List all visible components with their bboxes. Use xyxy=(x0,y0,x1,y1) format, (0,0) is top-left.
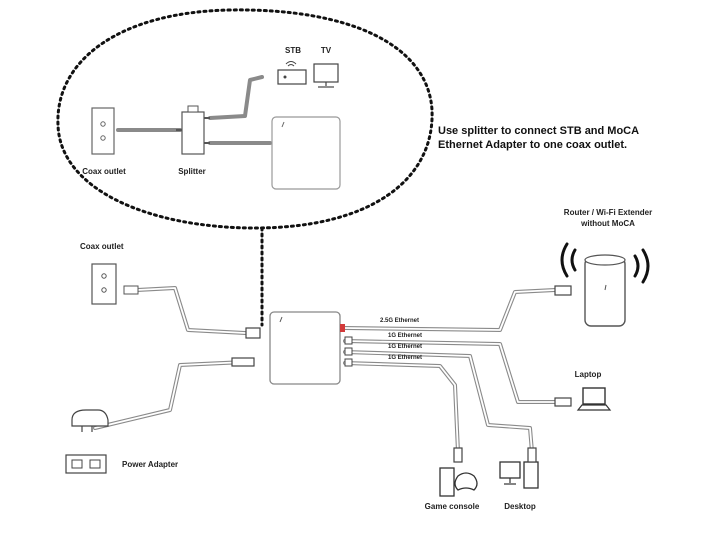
desktop-icon xyxy=(499,447,539,489)
console-cable-highlight xyxy=(344,362,459,453)
splitter-label: Splitter xyxy=(178,167,206,176)
wifi-signal-left-icon xyxy=(560,242,577,278)
moca-adapter-icon xyxy=(231,311,353,385)
splitter-stb-cable xyxy=(208,75,264,120)
router-icon xyxy=(554,254,626,327)
power-outlet-icon xyxy=(65,454,107,474)
callout-moca-adapter-icon xyxy=(271,116,341,190)
power-cable xyxy=(93,360,247,430)
port-label-1g-c: 1G Ethernet xyxy=(388,355,423,361)
stb-label: STB xyxy=(285,46,301,55)
laptop-cable-highlight xyxy=(344,340,556,403)
cable-highlights xyxy=(94,287,556,453)
splitter-note-line-2: Ethernet Adapter to one coax outlet. xyxy=(438,139,628,151)
laptop-icon xyxy=(554,387,612,411)
ethernet-cable-laptop xyxy=(343,339,557,404)
coax-outlet-icon xyxy=(91,263,139,305)
game-console-label: Game console xyxy=(424,502,480,511)
power-cable-highlight xyxy=(94,361,246,429)
tv-label: TV xyxy=(320,46,332,55)
router-cable-highlight xyxy=(344,289,556,331)
splitter-note-line-1: Use splitter to connect STB and MoCA xyxy=(438,125,640,137)
ethernet-cable-router xyxy=(343,288,557,332)
power-adapter-icon xyxy=(71,409,109,432)
callout-coax-outlet-label: Coax outlet xyxy=(82,167,126,176)
port-label-1g-a: 1G Ethernet xyxy=(388,333,423,339)
port-label-1g-b: 1G Ethernet xyxy=(388,344,423,350)
coax-cable-highlight xyxy=(136,287,246,334)
callout-coax-outlet-icon xyxy=(91,107,115,155)
power-adapter-label: Power Adapter xyxy=(122,460,179,469)
router-label-line-1: Router / Wi-Fi Extender xyxy=(563,208,653,217)
wifi-signal-right-icon xyxy=(633,248,650,284)
laptop-label: Laptop xyxy=(574,370,602,379)
coax-cable xyxy=(135,286,247,335)
splitter-icon xyxy=(176,105,210,155)
coax-outlet-label: Coax outlet xyxy=(80,242,124,251)
port-label-2-5g: 2.5G Ethernet xyxy=(380,318,420,324)
router-label-line-2: without MoCA xyxy=(581,219,635,228)
ethernet-cable-console xyxy=(343,361,460,454)
router-label: Router / Wi-Fi Extender without MoCA xyxy=(564,207,652,229)
splitter-note: Use splitter to connect STB and MoCA Eth… xyxy=(438,124,698,152)
tv-icon xyxy=(313,63,339,88)
desktop-cable-highlight xyxy=(344,351,533,453)
stb-icon xyxy=(277,61,307,85)
game-console-icon xyxy=(439,447,478,497)
callout-bubble xyxy=(56,8,434,230)
desktop-label: Desktop xyxy=(504,502,536,511)
